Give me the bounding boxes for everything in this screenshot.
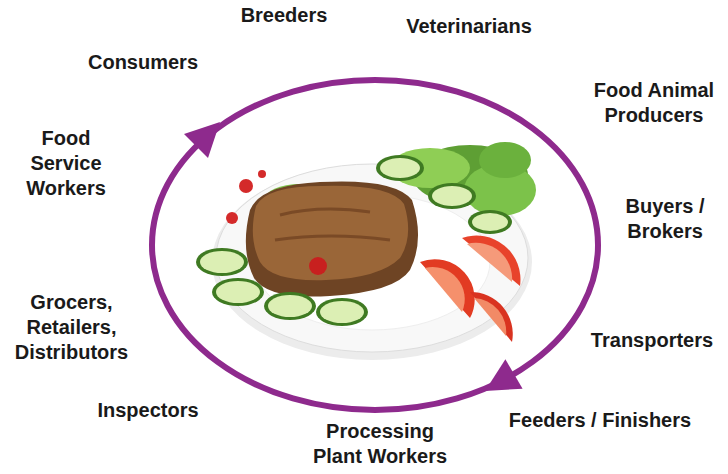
stage-label: Food Animal Producers [584, 78, 724, 128]
stage-label: Buyers / Brokers [615, 194, 715, 244]
stage-label: Food Service Workers [16, 126, 116, 201]
stage-label: Transporters [591, 328, 713, 353]
tomato-wedges [420, 236, 520, 342]
cycle-ring [152, 80, 598, 410]
arrowhead [184, 122, 220, 158]
arrowhead [485, 359, 523, 391]
steak [246, 181, 418, 296]
stage-label: Inspectors [97, 398, 198, 423]
stage-label: Consumers [88, 50, 198, 75]
stage-label: Veterinarians [406, 14, 532, 39]
stage-label: Processing Plant Workers [305, 419, 455, 469]
stage-label: Breeders [241, 3, 328, 28]
stage-label: Feeders / Finishers [509, 408, 691, 433]
plate-picture [196, 142, 536, 360]
stage-label: Grocers, Retailers, Distributors [4, 290, 139, 365]
cycle-arrow [152, 80, 598, 410]
cucumber-slices-bottom [196, 248, 368, 326]
